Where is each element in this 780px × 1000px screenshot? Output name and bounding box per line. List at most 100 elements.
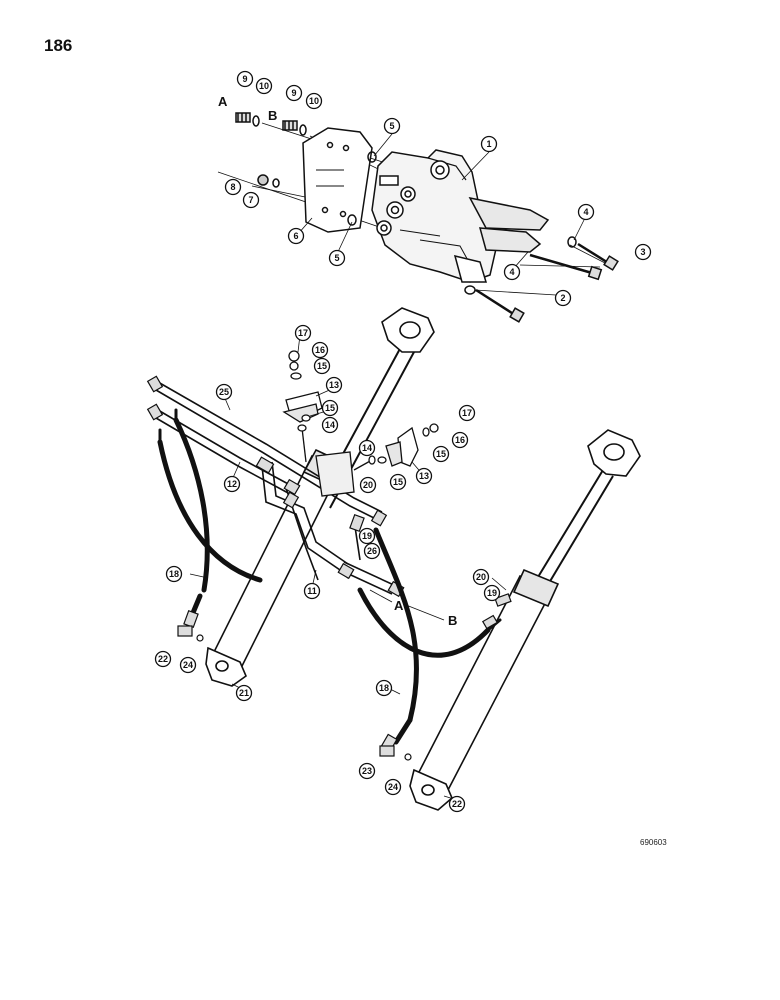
callout-c15a: 15 <box>313 357 331 375</box>
callout-c25: 25 <box>215 383 233 401</box>
callout-c24a: 24 <box>179 656 197 674</box>
port-a-top-label: A <box>218 94 228 109</box>
callout-number: 10 <box>259 81 269 91</box>
callout-number: 14 <box>325 420 335 430</box>
callout-circle <box>359 476 377 494</box>
washer-5-top <box>367 151 377 163</box>
callout-c11: 11 <box>303 582 321 600</box>
callout-c10a: 10 <box>255 77 273 95</box>
callout-circle <box>235 684 253 702</box>
callout-c6: 6 <box>287 227 305 245</box>
callout-circle <box>303 582 321 600</box>
mounting-plate <box>302 127 373 233</box>
callout-number: 25 <box>219 387 229 397</box>
callout-circle <box>179 656 197 674</box>
callout-c9b: 9 <box>285 84 303 102</box>
callout-c13b: 13 <box>415 467 433 485</box>
callout-circle <box>305 92 323 110</box>
callout-number: 15 <box>436 449 446 459</box>
figure-code: 690603 <box>640 838 667 847</box>
callout-number: 14 <box>362 443 372 453</box>
callout-c15c: 15 <box>432 445 450 463</box>
washer-4-top <box>567 236 577 248</box>
callout-number: 5 <box>389 121 394 131</box>
callout-circle <box>432 445 450 463</box>
callout-c12: 12 <box>223 475 241 493</box>
callout-circle <box>634 243 652 261</box>
callout-c13a: 13 <box>325 376 343 394</box>
callout-number: 6 <box>293 231 298 241</box>
callout-circle <box>255 77 273 95</box>
callout-c5a: 5 <box>383 117 401 135</box>
callout-number: 23 <box>362 766 372 776</box>
callout-number: 26 <box>367 546 377 556</box>
callout-number: 3 <box>640 247 645 257</box>
callout-c21: 21 <box>235 684 253 702</box>
callout-c9a: 9 <box>236 70 254 88</box>
fitting-b-port <box>282 120 307 136</box>
callout-circle <box>451 431 469 449</box>
washer-7 <box>272 178 280 188</box>
callout-number: 13 <box>419 471 429 481</box>
callout-number: 19 <box>487 588 497 598</box>
callout-bubbles: 9109105187654342171615132515141716141513… <box>154 70 652 813</box>
callout-c22b: 22 <box>448 795 466 813</box>
callout-c24b: 24 <box>384 778 402 796</box>
page-number: 186 <box>44 36 73 55</box>
callout-number: 16 <box>315 345 325 355</box>
callout-circle <box>389 473 407 491</box>
callout-circle <box>215 383 233 401</box>
washer-4-bottom <box>464 285 476 295</box>
callout-c20a: 20 <box>359 476 377 494</box>
callout-circle <box>480 135 498 153</box>
callout-c8: 8 <box>224 178 242 196</box>
callout-number: 15 <box>317 361 327 371</box>
callout-number: 20 <box>363 480 373 490</box>
callout-circle <box>384 778 402 796</box>
callout-circle <box>311 341 329 359</box>
callout-circle <box>554 289 572 307</box>
callout-circle <box>458 404 476 422</box>
callout-circle <box>358 527 376 545</box>
callout-number: 1 <box>486 139 491 149</box>
clamp-assemblies <box>282 350 439 497</box>
callout-circle <box>577 203 595 221</box>
callout-c5b: 5 <box>328 249 346 267</box>
callout-c4b: 4 <box>503 263 521 281</box>
callout-number: 15 <box>325 403 335 413</box>
callout-c3: 3 <box>634 243 652 261</box>
bolt-2-upper <box>529 253 603 281</box>
tube-fittings <box>146 375 405 598</box>
callout-number: 19 <box>362 531 372 541</box>
callout-c22a: 22 <box>154 650 172 668</box>
callout-number: 7 <box>248 195 253 205</box>
callout-c15d: 15 <box>389 473 407 491</box>
bolt-3 <box>577 242 619 271</box>
callout-circle <box>285 84 303 102</box>
callout-circle <box>375 679 393 697</box>
callout-circle <box>358 762 376 780</box>
callout-circle <box>294 324 312 342</box>
callout-circle <box>383 117 401 135</box>
callout-circle <box>154 650 172 668</box>
callout-number: 13 <box>329 380 339 390</box>
callout-circle <box>483 584 501 602</box>
callout-number: 9 <box>242 74 247 84</box>
bolt-2-lower <box>475 288 525 323</box>
nut-8 <box>257 174 269 186</box>
callout-c18a: 18 <box>165 565 183 583</box>
callout-circle <box>321 399 339 417</box>
callout-c7: 7 <box>242 191 260 209</box>
callout-circle <box>321 416 339 434</box>
callout-c15b: 15 <box>321 399 339 417</box>
callout-number: 15 <box>393 477 403 487</box>
callout-number: 22 <box>158 654 168 664</box>
callout-circle <box>223 475 241 493</box>
port-b-bottom-label: B <box>448 613 457 628</box>
callout-circle <box>448 795 466 813</box>
callout-number: 17 <box>298 328 308 338</box>
callout-number: 10 <box>309 96 319 106</box>
callout-number: 8 <box>230 182 235 192</box>
callout-circle <box>358 439 376 457</box>
